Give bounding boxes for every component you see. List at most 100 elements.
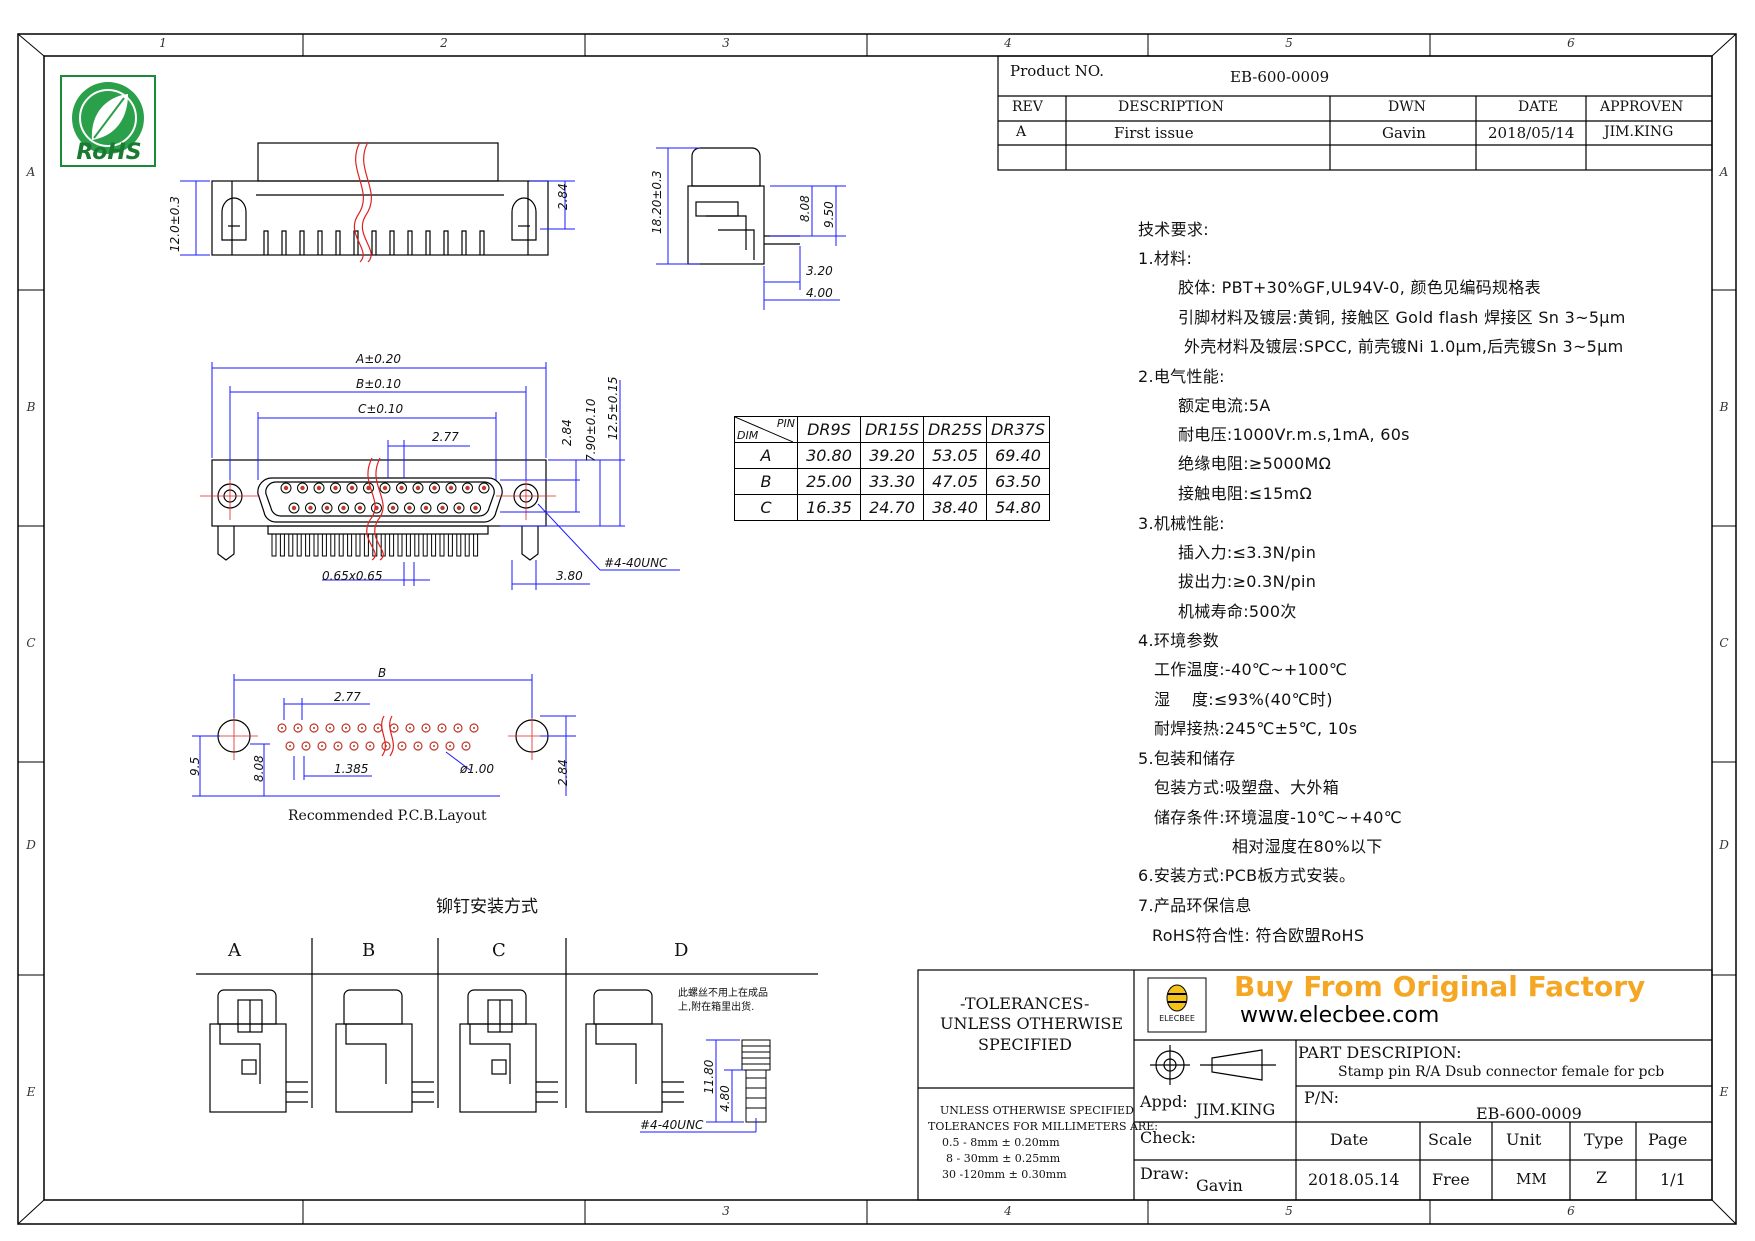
contact-outer xyxy=(288,502,300,514)
contact-outer xyxy=(379,482,391,494)
contact-inner xyxy=(407,505,412,511)
dim-rivet-unc: #4-40UNC xyxy=(640,1118,704,1132)
top-pin xyxy=(461,230,467,255)
req-line: 工作温度:-40℃~+100℃ xyxy=(1154,660,1348,679)
dim-c: C±0.10 xyxy=(358,402,404,416)
dim-table-corner: PIN DIM xyxy=(734,416,798,443)
pin-tail xyxy=(321,533,327,557)
rivet-fastener xyxy=(491,1059,507,1075)
contact-outer xyxy=(470,502,481,514)
req-heading: 技术要求: xyxy=(1138,220,1209,239)
rivet-body xyxy=(585,1023,663,1113)
top-pin xyxy=(353,230,359,255)
pcb-hole-center xyxy=(393,727,395,729)
pn-label: P/N: xyxy=(1304,1088,1339,1107)
contact-outer xyxy=(387,502,399,514)
rivet-screw-drawing xyxy=(741,1039,771,1123)
pin-tail xyxy=(397,533,403,557)
description-label: DESCRIPTION xyxy=(1118,99,1224,115)
zone-label: E xyxy=(26,1085,36,1099)
pin-tail xyxy=(422,533,428,557)
rivet-bracket xyxy=(469,1024,511,1084)
rivet-body xyxy=(335,1023,413,1113)
draw-label: Draw: xyxy=(1140,1164,1190,1183)
dim-top-height: 12.0±0.3 xyxy=(168,196,182,252)
zone-label: 1 xyxy=(159,36,167,50)
contact-inner xyxy=(316,485,322,491)
projection-symbol xyxy=(1150,1045,1276,1085)
contact-inner xyxy=(308,505,313,511)
dim-table-cell: 38.40 xyxy=(923,494,987,521)
dim-rivet-4-80: 4.80 xyxy=(718,1085,732,1112)
top-pin xyxy=(263,230,269,255)
elecbee-logo-graphic xyxy=(1147,977,1207,1033)
tolerance-small: 30 -120mm ± 0.30mm xyxy=(942,1168,1067,1181)
pcb-hole xyxy=(413,741,423,751)
dim-front-3-80: 3.80 xyxy=(556,569,583,583)
pcb-hole-center xyxy=(441,727,443,729)
pcb-hole xyxy=(293,723,303,733)
pcb-hole xyxy=(437,723,447,733)
zone-label: E xyxy=(1719,1085,1729,1099)
pin-tail xyxy=(447,533,453,557)
zone-label: 4 xyxy=(1004,36,1012,50)
zone-label: B xyxy=(1719,400,1729,414)
contact-inner xyxy=(291,505,297,511)
pcb-hole xyxy=(453,723,463,733)
contact-inner xyxy=(333,485,338,491)
req-line: 4.环境参数 xyxy=(1138,631,1220,650)
dim-table-cell: 30.80 xyxy=(797,442,861,469)
top-pin xyxy=(281,230,287,255)
dim-table-col-header: DR9S xyxy=(797,416,861,443)
tolerance-line: SPECIFIED xyxy=(978,1035,1072,1054)
dim-table-dim-label: DIM xyxy=(737,429,759,442)
rev-value: A xyxy=(1016,124,1027,140)
pcb-hole-center xyxy=(425,727,427,729)
product-no-value: EB-600-0009 xyxy=(1230,68,1330,86)
req-line: 湿 度:≤93%(40℃时) xyxy=(1154,690,1333,709)
dim-unc: #4-40UNC xyxy=(604,556,668,570)
rivet-shell xyxy=(343,989,403,1025)
dim-b: B±0.10 xyxy=(356,377,402,391)
contact-inner xyxy=(283,485,289,491)
pcb-hole-center xyxy=(409,727,411,729)
pcb-dimensions xyxy=(192,674,576,797)
pin-tail xyxy=(456,533,462,557)
product-no-label: Product NO. xyxy=(1010,62,1105,80)
break-line xyxy=(353,141,364,263)
rivet-body xyxy=(209,1023,287,1113)
contact-inner xyxy=(324,505,330,511)
dim-a: A±0.20 xyxy=(356,352,401,366)
contact-inner xyxy=(382,485,388,491)
dim-pin-size: 0.65x0.65 xyxy=(322,569,383,583)
pcb-hole-center xyxy=(361,727,363,729)
top-pin xyxy=(299,230,305,255)
pcb-caption: Recommended P.C.B.Layout xyxy=(288,808,487,824)
contact-outer xyxy=(462,482,473,494)
appd-label: Appd: xyxy=(1140,1092,1188,1111)
type-value: Z xyxy=(1596,1168,1608,1187)
dim-table-cell: 33.30 xyxy=(860,468,924,495)
top-pin xyxy=(389,230,395,255)
inner-border xyxy=(43,55,1713,1201)
appd-value: JIM.KING xyxy=(1196,1100,1276,1119)
pcb-hole xyxy=(301,741,311,751)
banner-text: Buy From Original Factory xyxy=(1234,970,1646,1003)
contact-inner xyxy=(432,485,437,491)
req-line: 相对湿度在80%以下 xyxy=(1232,837,1383,856)
pcb-hole-center xyxy=(289,745,291,747)
pcb-hole xyxy=(421,723,431,733)
dim-table-cell: 69.40 xyxy=(986,442,1050,469)
rivet-title: 铆钉安装方式 xyxy=(436,897,538,917)
draw-value: Gavin xyxy=(1196,1176,1243,1195)
dim-rivet-11-80: 11.80 xyxy=(702,1059,716,1094)
unit-header: Unit xyxy=(1506,1130,1542,1149)
top-pin xyxy=(479,230,485,255)
scale-header: Scale xyxy=(1428,1130,1473,1149)
top-pin xyxy=(335,230,341,255)
table-row: A 30.80 39.20 53.05 69.40 xyxy=(734,442,1050,469)
req-line: 接触电阻:≤15mΩ xyxy=(1178,484,1312,503)
pcb-hole xyxy=(381,741,391,751)
pcb-hole xyxy=(429,741,439,751)
